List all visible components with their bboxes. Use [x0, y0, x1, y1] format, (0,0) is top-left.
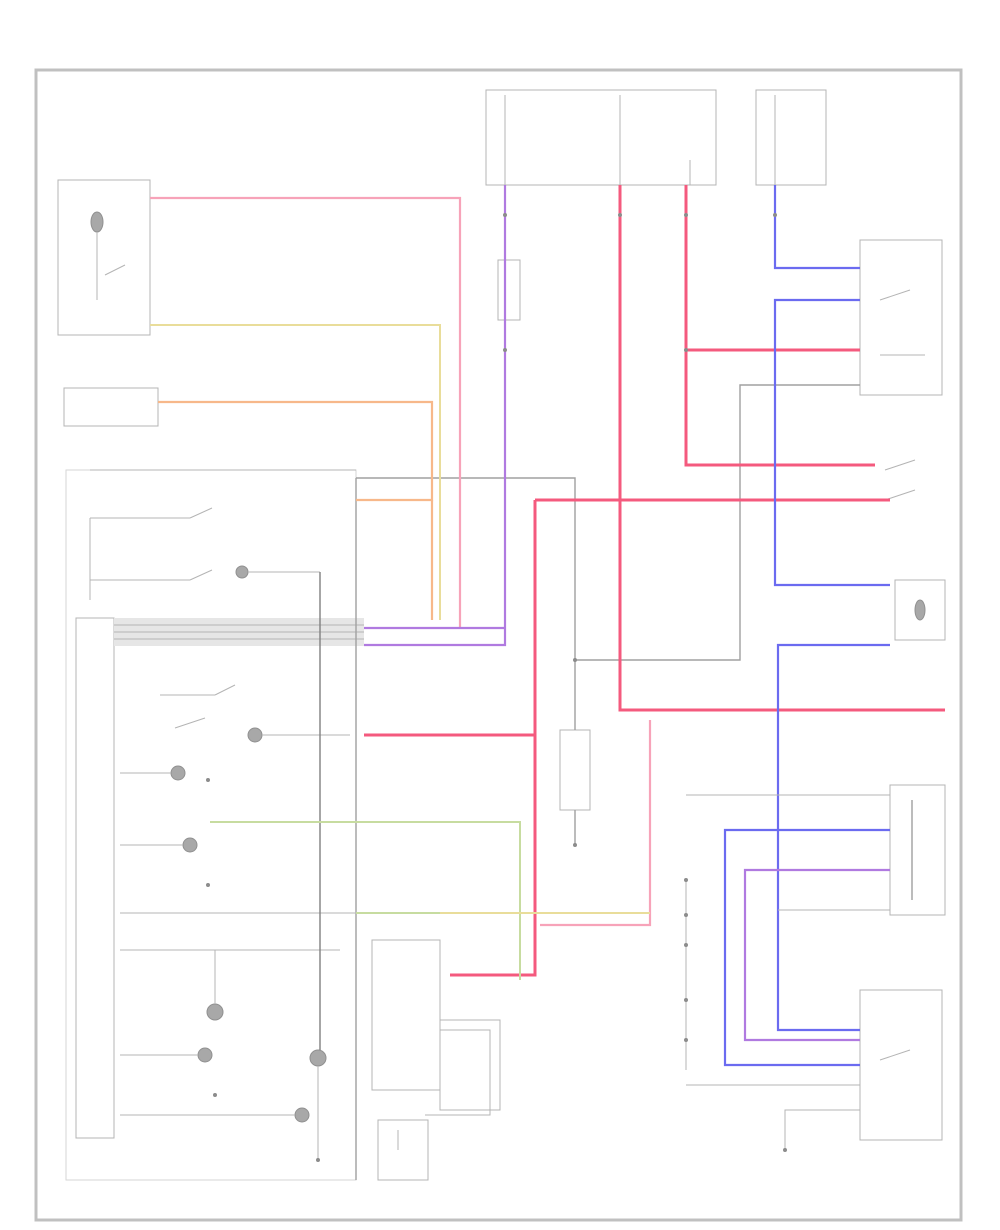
flasher-unit	[377, 1119, 429, 1181]
smart-entrance-unit	[371, 939, 501, 1111]
fuse-block	[485, 89, 827, 186]
turn-signal-relay	[559, 729, 591, 811]
diagram-frame	[34, 68, 963, 1222]
trunk-lid-switch	[894, 579, 946, 641]
dimmer-switch	[57, 179, 151, 336]
door-lock-actuator	[859, 989, 943, 1141]
indicator-lamps	[120, 949, 340, 1160]
door-switch-rh	[884, 459, 916, 501]
key-switch	[63, 387, 159, 427]
combination-switch	[120, 684, 355, 914]
right-connector	[889, 784, 946, 916]
door-lock-relay	[497, 259, 521, 321]
body-control-module	[65, 469, 364, 1181]
door-switch-lh	[859, 239, 943, 396]
hazard-switch	[90, 507, 320, 581]
